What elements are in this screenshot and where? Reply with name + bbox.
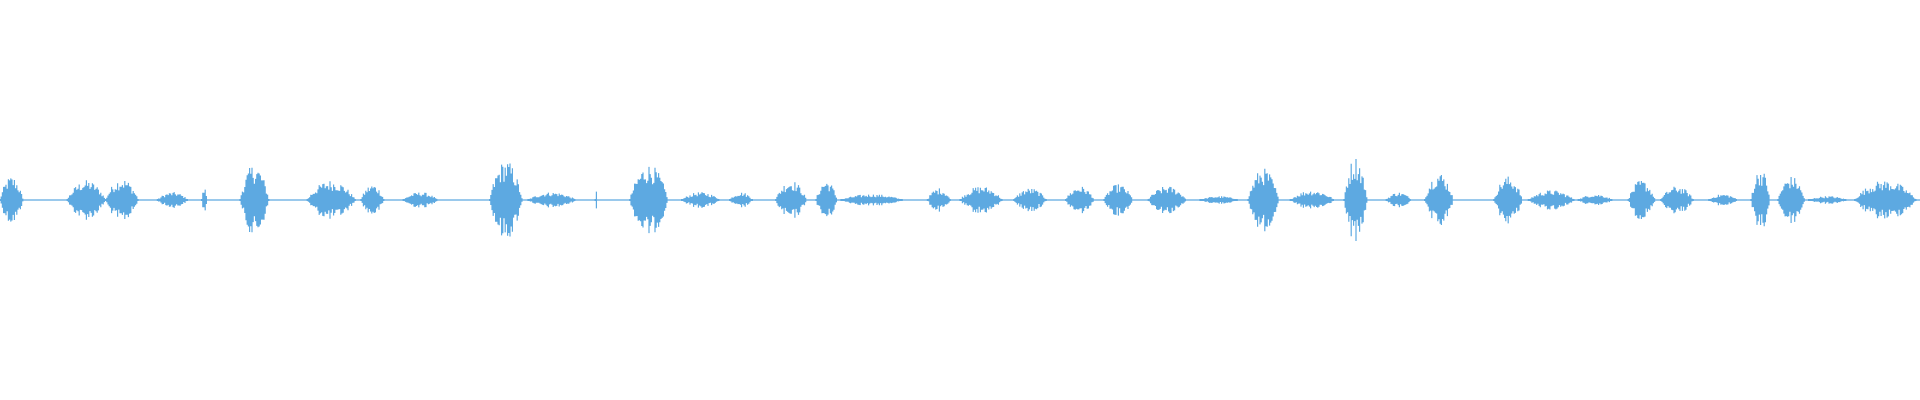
- waveform-segment: [1577, 195, 1613, 205]
- waveform-segment: [1708, 194, 1737, 206]
- waveform-segment-path: [815, 183, 837, 217]
- waveform-segment-path: [1103, 184, 1133, 216]
- waveform-segment: [105, 181, 139, 219]
- waveform-segment-path: [1527, 190, 1575, 210]
- waveform-segment: [1424, 175, 1453, 225]
- waveform-segment-path: [1577, 195, 1613, 205]
- waveform-segment-path: [1627, 181, 1656, 219]
- waveform-segment-path: [1750, 173, 1770, 227]
- waveform-segment: [1199, 196, 1238, 204]
- waveform-segment-path: [0, 178, 24, 222]
- waveform-segment-path: [527, 192, 576, 208]
- waveform-segment: [629, 166, 668, 234]
- waveform-segment: [156, 192, 188, 208]
- waveform-segment: [959, 187, 1003, 213]
- waveform-segment-path: [402, 192, 438, 208]
- waveform-segment: [594, 191, 597, 209]
- waveform-segment: [1808, 196, 1847, 204]
- waveform-segment: [815, 183, 837, 217]
- waveform-segment: [1385, 192, 1411, 208]
- waveform-segment: [1289, 191, 1334, 209]
- waveform-segment-path: [1013, 188, 1047, 212]
- waveform-segment-path: [1424, 175, 1453, 225]
- waveform-segment-path: [926, 188, 951, 212]
- waveform-segment-path: [1808, 196, 1847, 204]
- waveform-segment: [489, 163, 523, 237]
- waveform-segment-path: [775, 182, 807, 218]
- waveform-segment: [360, 186, 385, 214]
- waveform-segment-path: [594, 191, 597, 209]
- waveform-segment: [1147, 186, 1186, 214]
- waveform-segment: [729, 192, 753, 208]
- waveform-segment: [306, 181, 356, 219]
- waveform-segment: [402, 192, 438, 208]
- waveform-segment-path: [66, 180, 105, 220]
- waveform-segment-path: [306, 181, 356, 219]
- waveform-segment: [1013, 188, 1047, 212]
- waveform-segment: [1247, 168, 1279, 232]
- waveform-segment-path: [629, 166, 668, 234]
- waveform-segment-path: [729, 192, 753, 208]
- waveform-segment-path: [681, 192, 720, 208]
- waveform-segment: [1627, 181, 1656, 219]
- waveform-segment-path: [489, 163, 523, 237]
- waveform-segment: [681, 192, 720, 208]
- waveform-segment-path: [239, 167, 270, 233]
- waveform-segment: [66, 180, 105, 220]
- waveform-segment: [1854, 181, 1917, 219]
- waveform-segment: [1777, 177, 1805, 223]
- waveform-segment-path: [1777, 177, 1805, 223]
- waveform-segment: [926, 188, 951, 212]
- waveform-segment: [840, 194, 903, 206]
- waveform-segment-path: [201, 189, 207, 211]
- waveform-segment: [1343, 159, 1368, 241]
- waveform-segment: [1493, 176, 1522, 224]
- waveform-segment-path: [105, 181, 139, 219]
- waveform-segment-path: [360, 186, 385, 214]
- waveform-segment: [1527, 190, 1575, 210]
- waveform-segment-path: [1247, 168, 1279, 232]
- waveform-segment: [1660, 186, 1694, 214]
- waveform-segment: [775, 182, 807, 218]
- waveform-segment-path: [1343, 159, 1368, 241]
- waveform-segment-path: [1147, 186, 1186, 214]
- waveform-segment-path: [1708, 194, 1737, 206]
- waveform-segment-path: [1385, 192, 1411, 208]
- waveform-segment-path: [1854, 181, 1917, 219]
- waveform-segment: [1750, 173, 1770, 227]
- waveform-segment-path: [1493, 176, 1522, 224]
- waveform-segment: [239, 167, 270, 233]
- waveform-segment-path: [959, 187, 1003, 213]
- waveform-segment-path: [1199, 196, 1238, 204]
- waveform-segment: [527, 192, 576, 208]
- waveform-segment: [0, 178, 24, 222]
- waveform-bars: [0, 159, 1917, 241]
- waveform-segment: [1103, 184, 1133, 216]
- waveform-segment-path: [840, 194, 903, 206]
- waveform-segment-path: [1289, 191, 1334, 209]
- waveform-segment-path: [1660, 186, 1694, 214]
- waveform-segment: [1065, 186, 1094, 214]
- waveform-segment: [201, 189, 207, 211]
- waveform-segment-path: [1065, 186, 1094, 214]
- waveform-segment-path: [156, 192, 188, 208]
